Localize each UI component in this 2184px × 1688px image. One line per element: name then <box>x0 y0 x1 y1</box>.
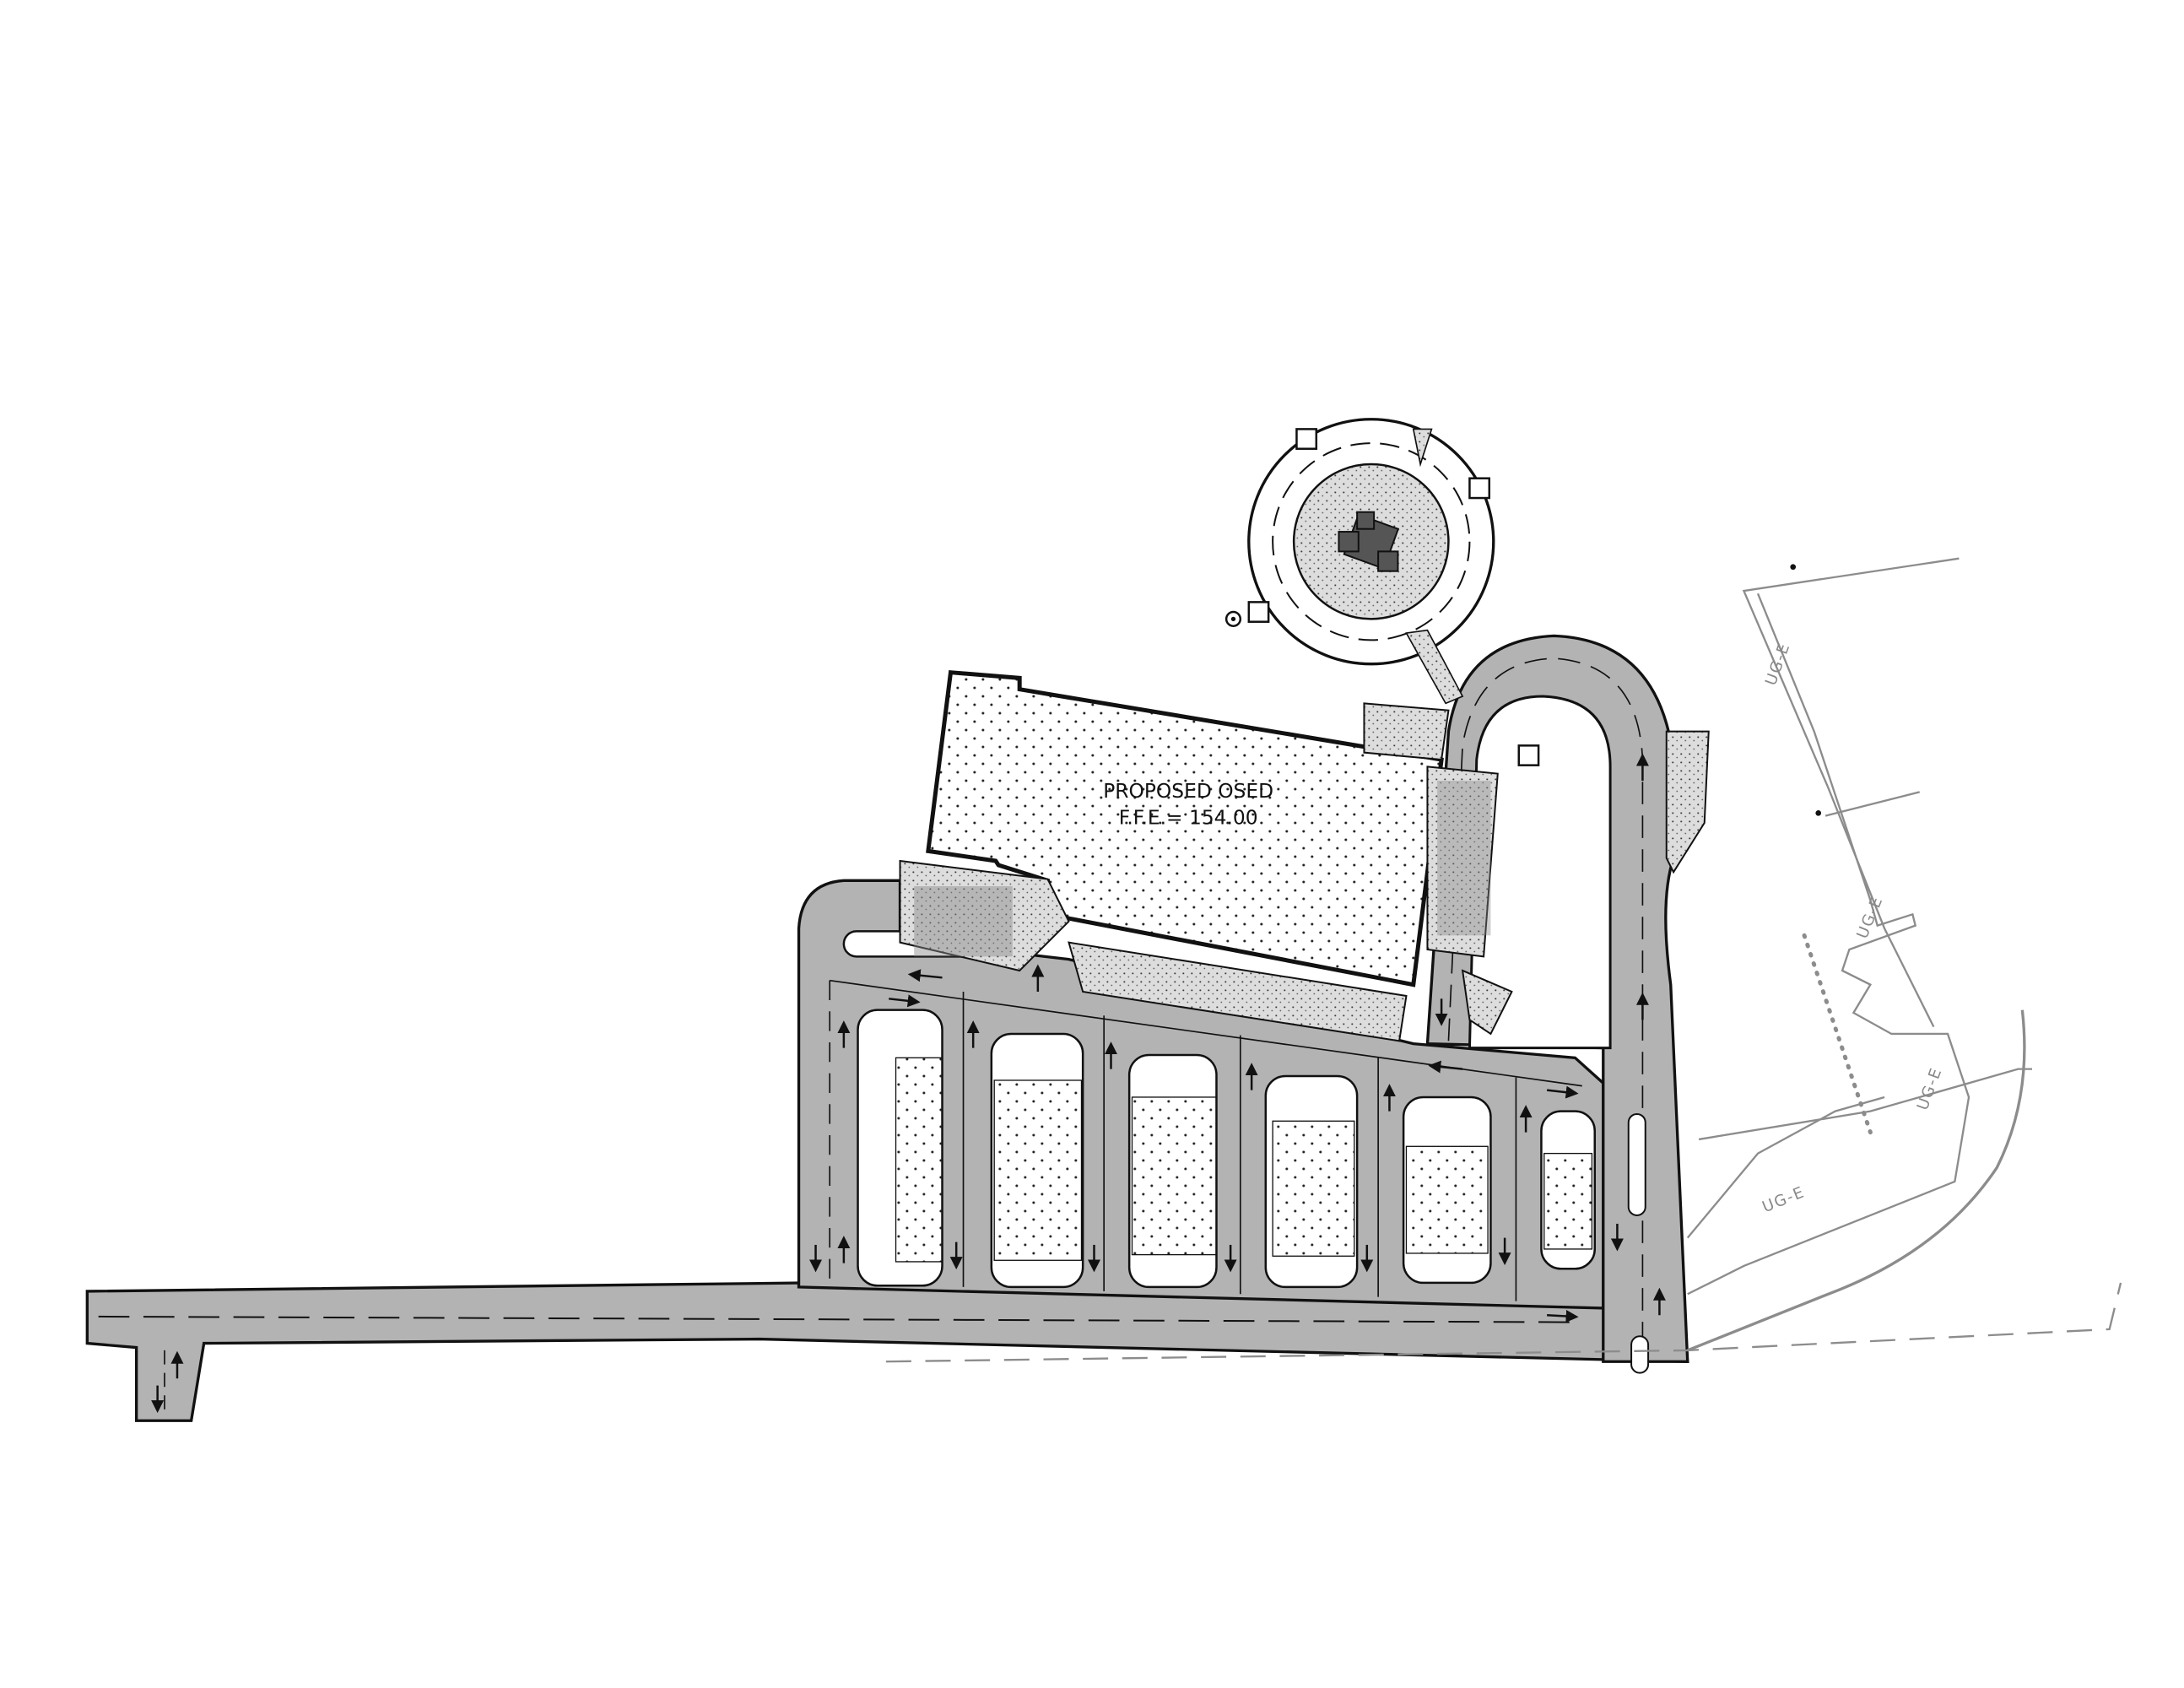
arrow-icon <box>889 994 921 1008</box>
utility-label: UG-E <box>1854 894 1887 942</box>
survey-marker-icon <box>1224 610 1242 627</box>
parking-islands <box>857 991 1597 1301</box>
circular-plaza <box>1224 418 1495 705</box>
utility-label: UG-E <box>1762 641 1794 689</box>
utility-lines <box>885 557 2122 1363</box>
sidewalks <box>899 702 1710 1042</box>
building-ffe-label: F.F.E.= 154.00 <box>1119 806 1258 830</box>
traffic-arrows <box>151 753 1666 1414</box>
arrow-icon <box>907 969 943 982</box>
utility-box <box>1517 744 1540 766</box>
centerpiece-icon <box>1338 511 1400 572</box>
building-name-label: PROPOSED OSED <box>1103 779 1273 803</box>
utility-label: UG-E <box>1914 1065 1946 1113</box>
utility-label: UG-E <box>1760 1183 1808 1216</box>
arrow-icon <box>1547 1310 1579 1323</box>
arrow-icon <box>1428 1060 1463 1074</box>
arrow-icon <box>1546 1085 1579 1099</box>
